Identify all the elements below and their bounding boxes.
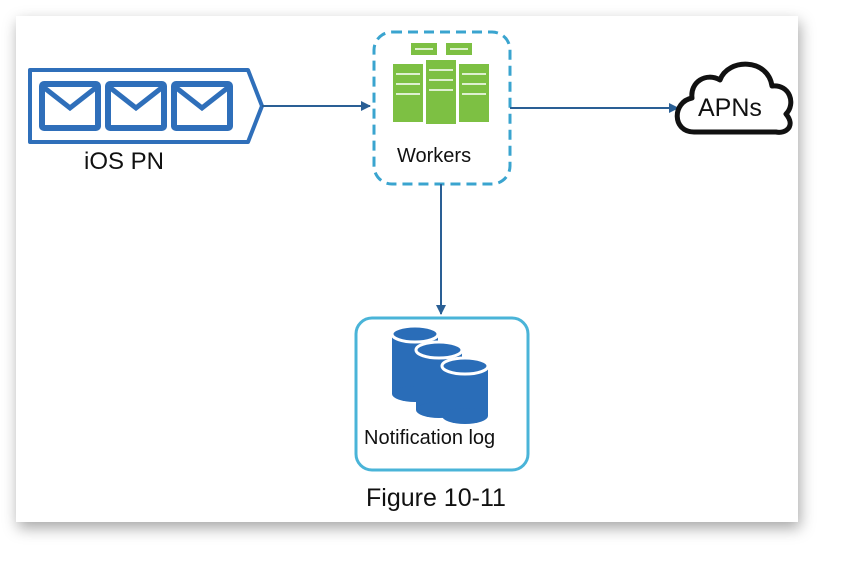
cloud-icon bbox=[674, 61, 794, 135]
workers-label: Workers bbox=[397, 145, 472, 167]
figure-caption: Figure 10-11 bbox=[366, 484, 506, 512]
database-cylinder bbox=[440, 356, 490, 424]
envelope-icon bbox=[39, 81, 101, 131]
ios-pn-label: iOS PN bbox=[84, 148, 165, 175]
server-stack-icon bbox=[393, 43, 489, 124]
notification-log-label: Notification log bbox=[364, 427, 496, 449]
envelope-icon bbox=[105, 81, 167, 131]
envelope-queue-icon bbox=[28, 68, 264, 144]
envelope-icon bbox=[171, 81, 233, 131]
database-icon bbox=[390, 324, 490, 424]
apns-label: APNs bbox=[698, 94, 762, 122]
